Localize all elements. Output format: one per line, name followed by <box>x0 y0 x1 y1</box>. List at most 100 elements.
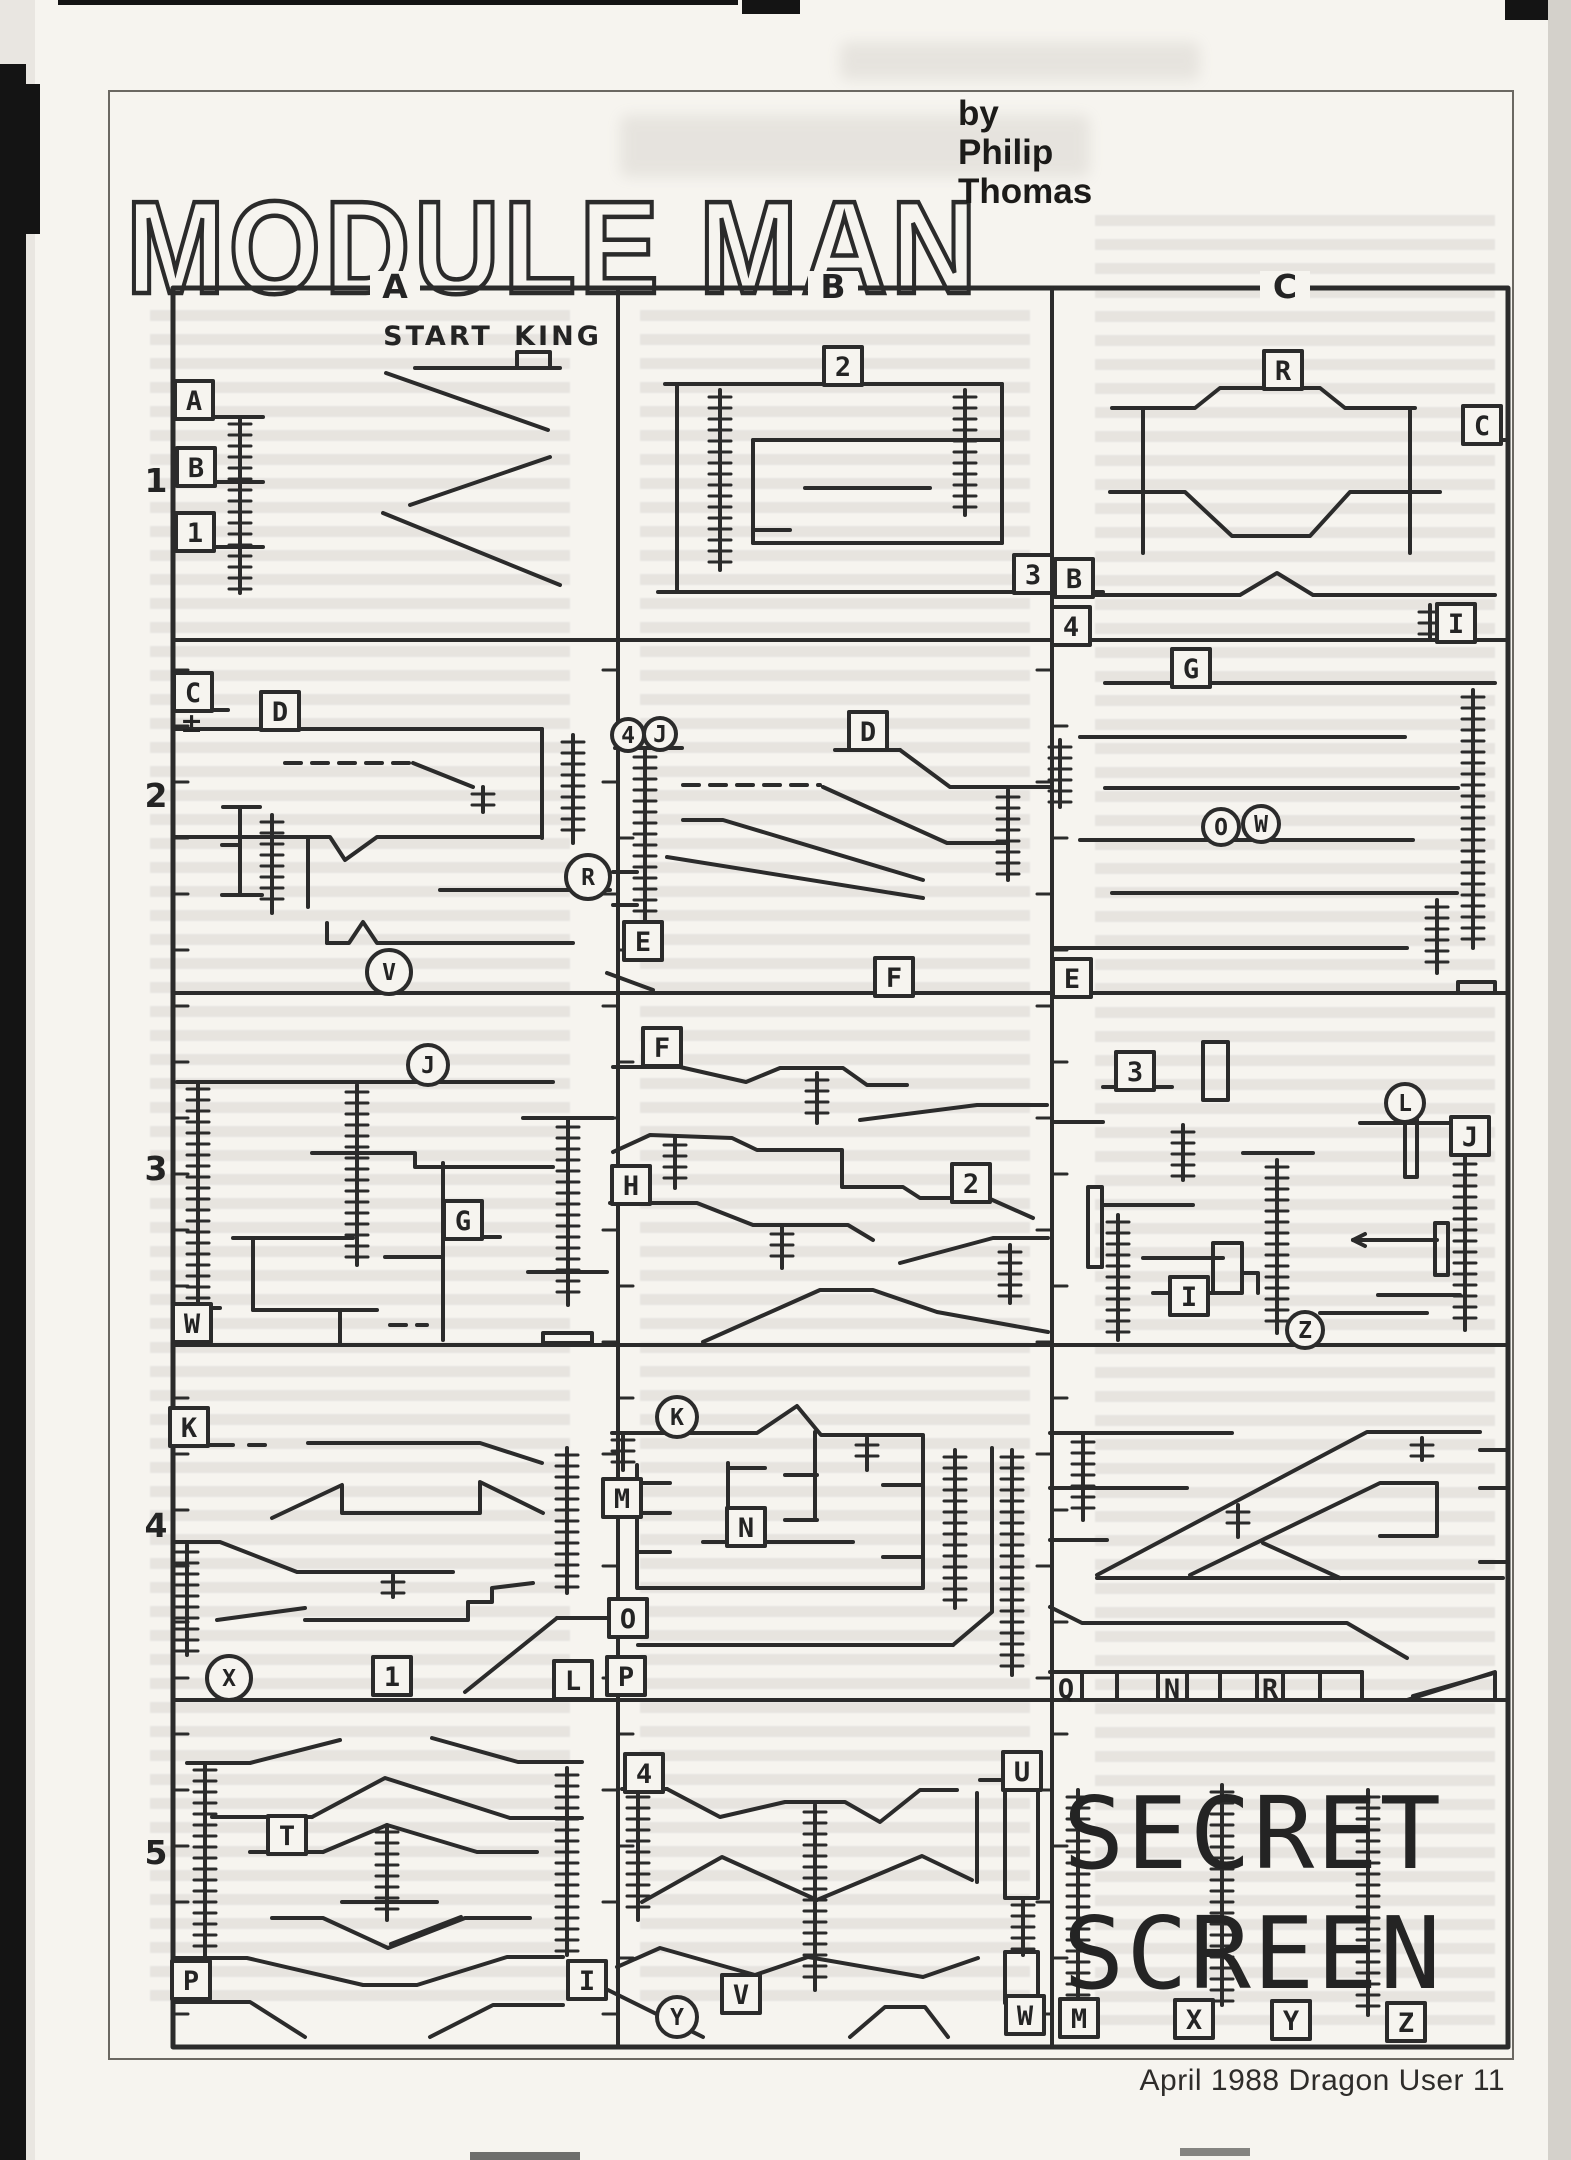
svg-text:2: 2 <box>963 1169 979 1200</box>
svg-text:U: U <box>1014 1757 1030 1788</box>
platform <box>951 1446 994 1647</box>
ladder <box>1409 1436 1435 1462</box>
scan-edge-top-blob <box>742 0 800 14</box>
letter-box: 1 <box>174 511 216 553</box>
letter-box: D <box>847 710 889 752</box>
letter-box: X <box>1173 1998 1215 2040</box>
letter-box: I <box>566 1959 608 2001</box>
platform <box>310 1776 584 1820</box>
ladder <box>344 1083 370 1267</box>
svg-text:G: G <box>455 1206 471 1237</box>
svg-text:C: C <box>185 678 201 709</box>
letter-box: B <box>175 446 217 488</box>
ladder <box>997 1243 1023 1305</box>
letter-box: W <box>1004 1994 1046 2036</box>
svg-text:I: I <box>579 1966 595 1997</box>
letter-box: M <box>1058 1997 1100 2039</box>
platform <box>681 818 925 882</box>
strip-letter: N <box>1164 1674 1180 1705</box>
ladder <box>632 748 658 932</box>
ladder <box>554 1766 580 1957</box>
ladder <box>1170 1123 1196 1182</box>
letter-circle: Y <box>655 1995 699 2039</box>
map-cell-A5: T P I <box>170 1736 608 2039</box>
ladder <box>610 1431 636 1472</box>
row-label-2: 2 <box>145 776 168 815</box>
svg-text:4: 4 <box>636 1759 652 1790</box>
svg-text:L: L <box>1398 1091 1412 1117</box>
platform <box>215 1606 307 1622</box>
letter-circle: K <box>655 1395 699 1439</box>
svg-text:O: O <box>1214 815 1228 841</box>
letter-box: 2 <box>950 1162 992 1204</box>
svg-text:2: 2 <box>835 352 851 383</box>
map-text: ± <box>180 708 206 739</box>
bleed-through-headline <box>620 115 1090 177</box>
platform <box>428 2003 565 2039</box>
letter-circle: V <box>365 948 413 996</box>
platform <box>1351 1238 1367 1248</box>
letter-box: E <box>1051 957 1093 999</box>
ladder <box>1047 738 1073 809</box>
scan-edge-left-block <box>0 84 40 234</box>
author-byline: by Philip Thomas <box>958 94 1092 212</box>
letter-box: 3 <box>1012 553 1054 595</box>
platform <box>171 835 544 862</box>
svg-text:L: L <box>565 1666 581 1697</box>
letter-box: B <box>1053 557 1095 599</box>
ladder <box>1264 1158 1290 1335</box>
svg-text:P: P <box>618 1662 634 1693</box>
map-cell-B1: 23 <box>656 345 1105 595</box>
svg-text:Y: Y <box>1283 2006 1300 2037</box>
svg-text:B: B <box>188 453 204 484</box>
svg-text:X: X <box>222 1666 236 1692</box>
map-cell-A3: GWJ <box>171 1043 615 1347</box>
svg-text:F: F <box>654 1033 670 1064</box>
bleed-through-text-column <box>1095 215 1495 2025</box>
svg-text:T: T <box>279 1821 295 1852</box>
letter-circle: 4 <box>610 717 646 753</box>
structure-block <box>541 1331 594 1345</box>
svg-text:Z: Z <box>1298 1318 1312 1344</box>
ladder <box>1010 1896 1036 1957</box>
ladder <box>185 1080 211 1312</box>
letter-box: P <box>605 1655 647 1697</box>
platform <box>1095 1430 1482 1577</box>
letter-box: G <box>1170 647 1212 689</box>
letter-circle: X <box>205 1654 253 1702</box>
byline-first-name: Philip <box>958 133 1054 173</box>
platform <box>270 1480 545 1520</box>
svg-text:W: W <box>184 1309 201 1340</box>
structure-block <box>1003 1785 1040 1900</box>
letter-box: P <box>170 1959 212 2001</box>
platform <box>1261 1541 1342 1580</box>
svg-text:I: I <box>1448 609 1464 640</box>
platform <box>665 1787 959 1824</box>
structure-block <box>1456 980 1497 995</box>
platform <box>303 1581 535 1622</box>
letter-box: 2 <box>822 345 864 387</box>
letter-box: I <box>1168 1275 1210 1317</box>
ladder <box>942 1448 968 1610</box>
letter-circle: W <box>1241 804 1281 844</box>
letter-box: F <box>641 1026 683 1068</box>
structure-block <box>1211 1241 1244 1295</box>
ladder <box>174 1543 200 1657</box>
letter-box: 1 <box>371 1655 413 1697</box>
platform <box>665 855 925 900</box>
scan-edge-bottom-smudge <box>470 2152 580 2160</box>
platform <box>615 1946 980 1979</box>
platform <box>321 1823 539 1854</box>
platform <box>986 1196 1035 1220</box>
strip-letter: Q <box>1058 1674 1074 1705</box>
svg-text:Y: Y <box>670 2005 684 2031</box>
svg-text:N: N <box>738 1513 754 1544</box>
